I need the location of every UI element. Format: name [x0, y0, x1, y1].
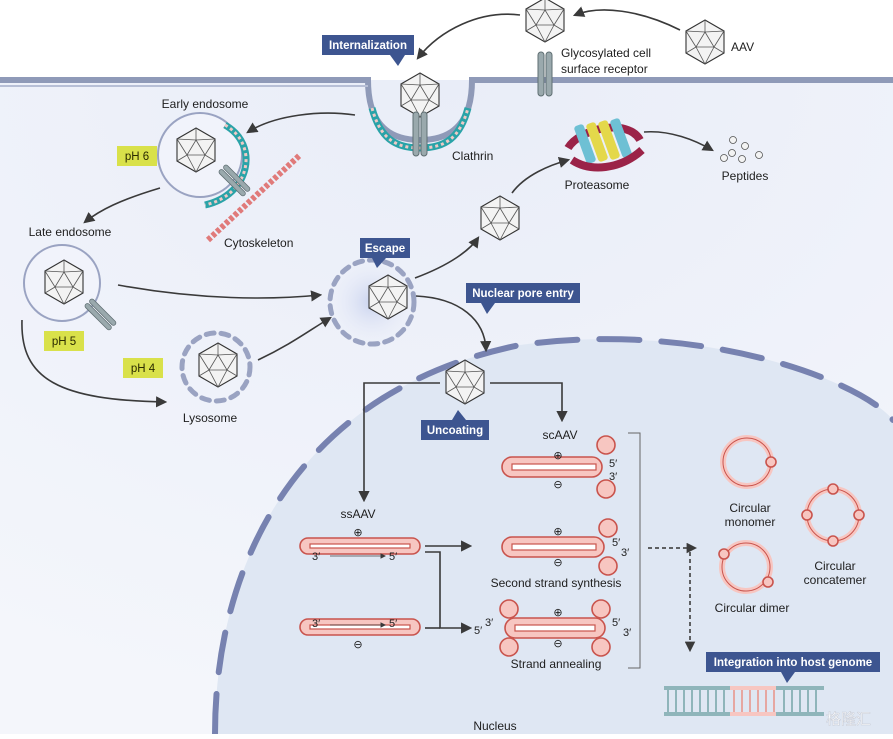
svg-text:pH 4: pH 4	[131, 363, 156, 375]
circular-dimer-icon	[718, 540, 774, 594]
bound-aav-capsid-icon	[525, 0, 565, 43]
internalization-tag: Internalization	[322, 35, 414, 66]
svg-text:5′: 5′	[612, 617, 620, 629]
svg-text:3′: 3′	[485, 617, 493, 629]
svg-text:3′: 3′	[609, 471, 617, 483]
scaav-genome	[501, 435, 616, 499]
svg-text:Internalization: Internalization	[329, 40, 407, 52]
svg-text:⊕: ⊕	[353, 527, 362, 539]
svg-text:⊖: ⊖	[553, 557, 562, 569]
svg-text:3′: 3′	[623, 627, 631, 639]
nucleus-label: Nucleus	[473, 719, 516, 733]
svg-text:5′: 5′	[609, 458, 617, 470]
svg-text:5′: 5′	[389, 551, 397, 563]
proteasome-icon	[564, 118, 645, 172]
receptor-label-line1: Glycosylated cell	[561, 46, 651, 60]
circular-concatemer-label-1: Circular	[814, 559, 855, 573]
cytoskeleton-filament	[205, 152, 303, 243]
aav-capsid-icon	[685, 19, 725, 65]
svg-text:5′: 5′	[389, 618, 397, 630]
integration-tag: Integration into host genome	[706, 652, 880, 683]
lysosome-label: Lysosome	[183, 411, 238, 425]
late-endosome-label: Late endosome	[29, 225, 112, 239]
svg-text:Escape: Escape	[365, 243, 405, 255]
nuclear-pore-entry-tag: Nuclear pore entry	[466, 283, 580, 314]
svg-text:⊕: ⊕	[553, 607, 562, 619]
svg-text:Nuclear pore entry: Nuclear pore entry	[472, 288, 574, 300]
svg-text:⊕: ⊕	[553, 450, 562, 462]
nuclear-envelope	[212, 336, 893, 737]
svg-text:⊖: ⊖	[553, 638, 562, 650]
uncoating-tag: Uncoating	[421, 410, 489, 440]
svg-text:pH 5: pH 5	[52, 336, 76, 348]
peptides-icon	[720, 136, 763, 163]
svg-text:3′: 3′	[312, 551, 320, 563]
lysosome	[179, 330, 253, 404]
svg-text:3′: 3′	[621, 547, 629, 559]
proteasome-label: Proteasome	[565, 178, 630, 192]
second-strand-label: Second strand synthesis	[491, 576, 622, 590]
svg-text:Integration into host genome: Integration into host genome	[714, 657, 872, 669]
circular-dimer-label: Circular dimer	[715, 601, 790, 615]
receptor-label-line2: surface receptor	[561, 62, 648, 76]
peptides-label: Peptides	[722, 169, 769, 183]
escape-tag: Escape	[360, 238, 410, 268]
early-endosome-label: Early endosome	[162, 97, 249, 111]
ssaav-label: ssAAV	[340, 507, 375, 521]
ph4-badge: pH 4	[123, 358, 163, 378]
circular-concatemer-label-2: concatemer	[804, 573, 867, 587]
clathrin-label: Clathrin	[452, 149, 493, 163]
ph5-badge: pH 5	[44, 331, 84, 351]
svg-text:pH 6: pH 6	[125, 151, 149, 163]
aav-label: AAV	[731, 40, 754, 54]
strand-annealing-label: Strand annealing	[511, 657, 602, 671]
cytoskeleton-label: Cytoskeleton	[224, 236, 293, 250]
second-strand-genome	[501, 518, 618, 576]
plasma-membrane	[0, 77, 893, 144]
circular-monomer-label-2: monomer	[725, 515, 776, 529]
watermark: 格隆汇	[826, 711, 871, 728]
annealed-genome	[499, 599, 611, 657]
host-genome-dna	[664, 686, 824, 716]
svg-text:3′: 3′	[312, 618, 320, 630]
circular-monomer-icon	[720, 435, 777, 489]
escape-vesicle	[327, 257, 417, 347]
circular-monomer-label-1: Circular	[729, 501, 770, 515]
ph6-badge: pH 6	[117, 146, 157, 166]
circular-concatemer-icon	[801, 483, 865, 547]
svg-text:5′: 5′	[612, 537, 620, 549]
svg-text:⊕: ⊕	[553, 526, 562, 538]
scaav-label: scAAV	[542, 428, 577, 442]
ssaav-minus-strand	[299, 618, 421, 636]
ssaav-plus-strand	[299, 537, 421, 555]
svg-text:⊖: ⊖	[553, 479, 562, 491]
svg-text:Uncoating: Uncoating	[427, 425, 483, 437]
svg-text:5′: 5′	[474, 625, 482, 637]
svg-text:⊖: ⊖	[353, 639, 362, 651]
